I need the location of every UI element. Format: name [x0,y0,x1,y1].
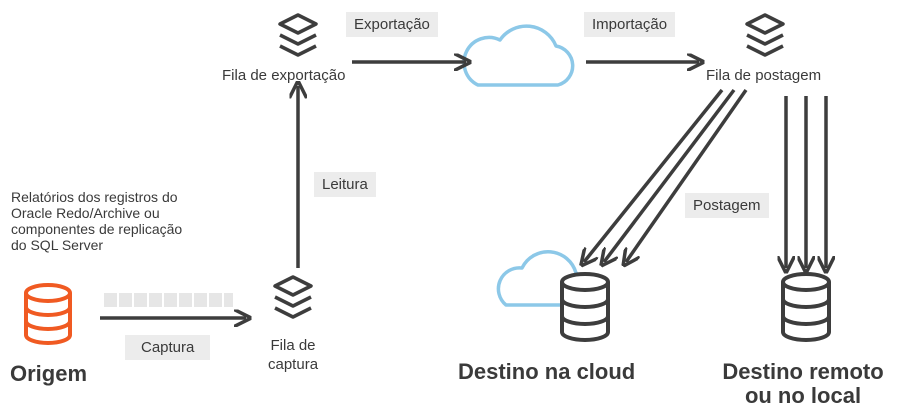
source-note: Relatórios dos registros do Oracle Redo/… [11,189,182,253]
post-arrow-cloud-1 [584,88,724,262]
post-edge-label: Postagem [685,193,769,218]
remote-target-database-icon [781,272,831,342]
import-edge-label: Importação [584,12,676,37]
capture-queue-label-line: Fila de [270,337,316,354]
cloud-target-database-icon [560,272,610,342]
post-queue-icon [745,13,785,57]
source-note-line: Oracle Redo/Archive ou [11,205,160,221]
source-note-line: componentes de replicação [11,221,183,237]
cloud-icon [462,24,575,87]
remote-target-label-line: Destino remoto [722,359,884,384]
remote-target-label-line: ou no local [744,383,862,408]
post-arrow-cloud-3 [626,88,748,262]
export-queue-icon [278,13,318,57]
post-queue-label: Fila de postagem [706,67,822,84]
capture-edge-label: Captura [125,335,211,360]
source-note-line: Relatórios dos registros do [11,189,178,205]
remote-target-label: Destino remoto ou no local [713,360,893,408]
capture-buffer-blocks [104,293,233,307]
capture-queue-icon [273,275,313,319]
capture-queue-label: Fila de captura [268,336,318,374]
read-edge-label: Leitura [314,172,376,197]
post-arrow-cloud-2 [604,88,736,262]
export-edge-label: Exportação [346,12,438,37]
origin-database-icon [24,283,72,345]
cloud-target-label: Destino na cloud [458,359,636,384]
source-note-line: do SQL Server [11,237,104,253]
origin-label: Origem [10,361,88,386]
capture-queue-label-line: captura [268,356,319,373]
export-queue-label: Fila de exportação [222,67,346,84]
